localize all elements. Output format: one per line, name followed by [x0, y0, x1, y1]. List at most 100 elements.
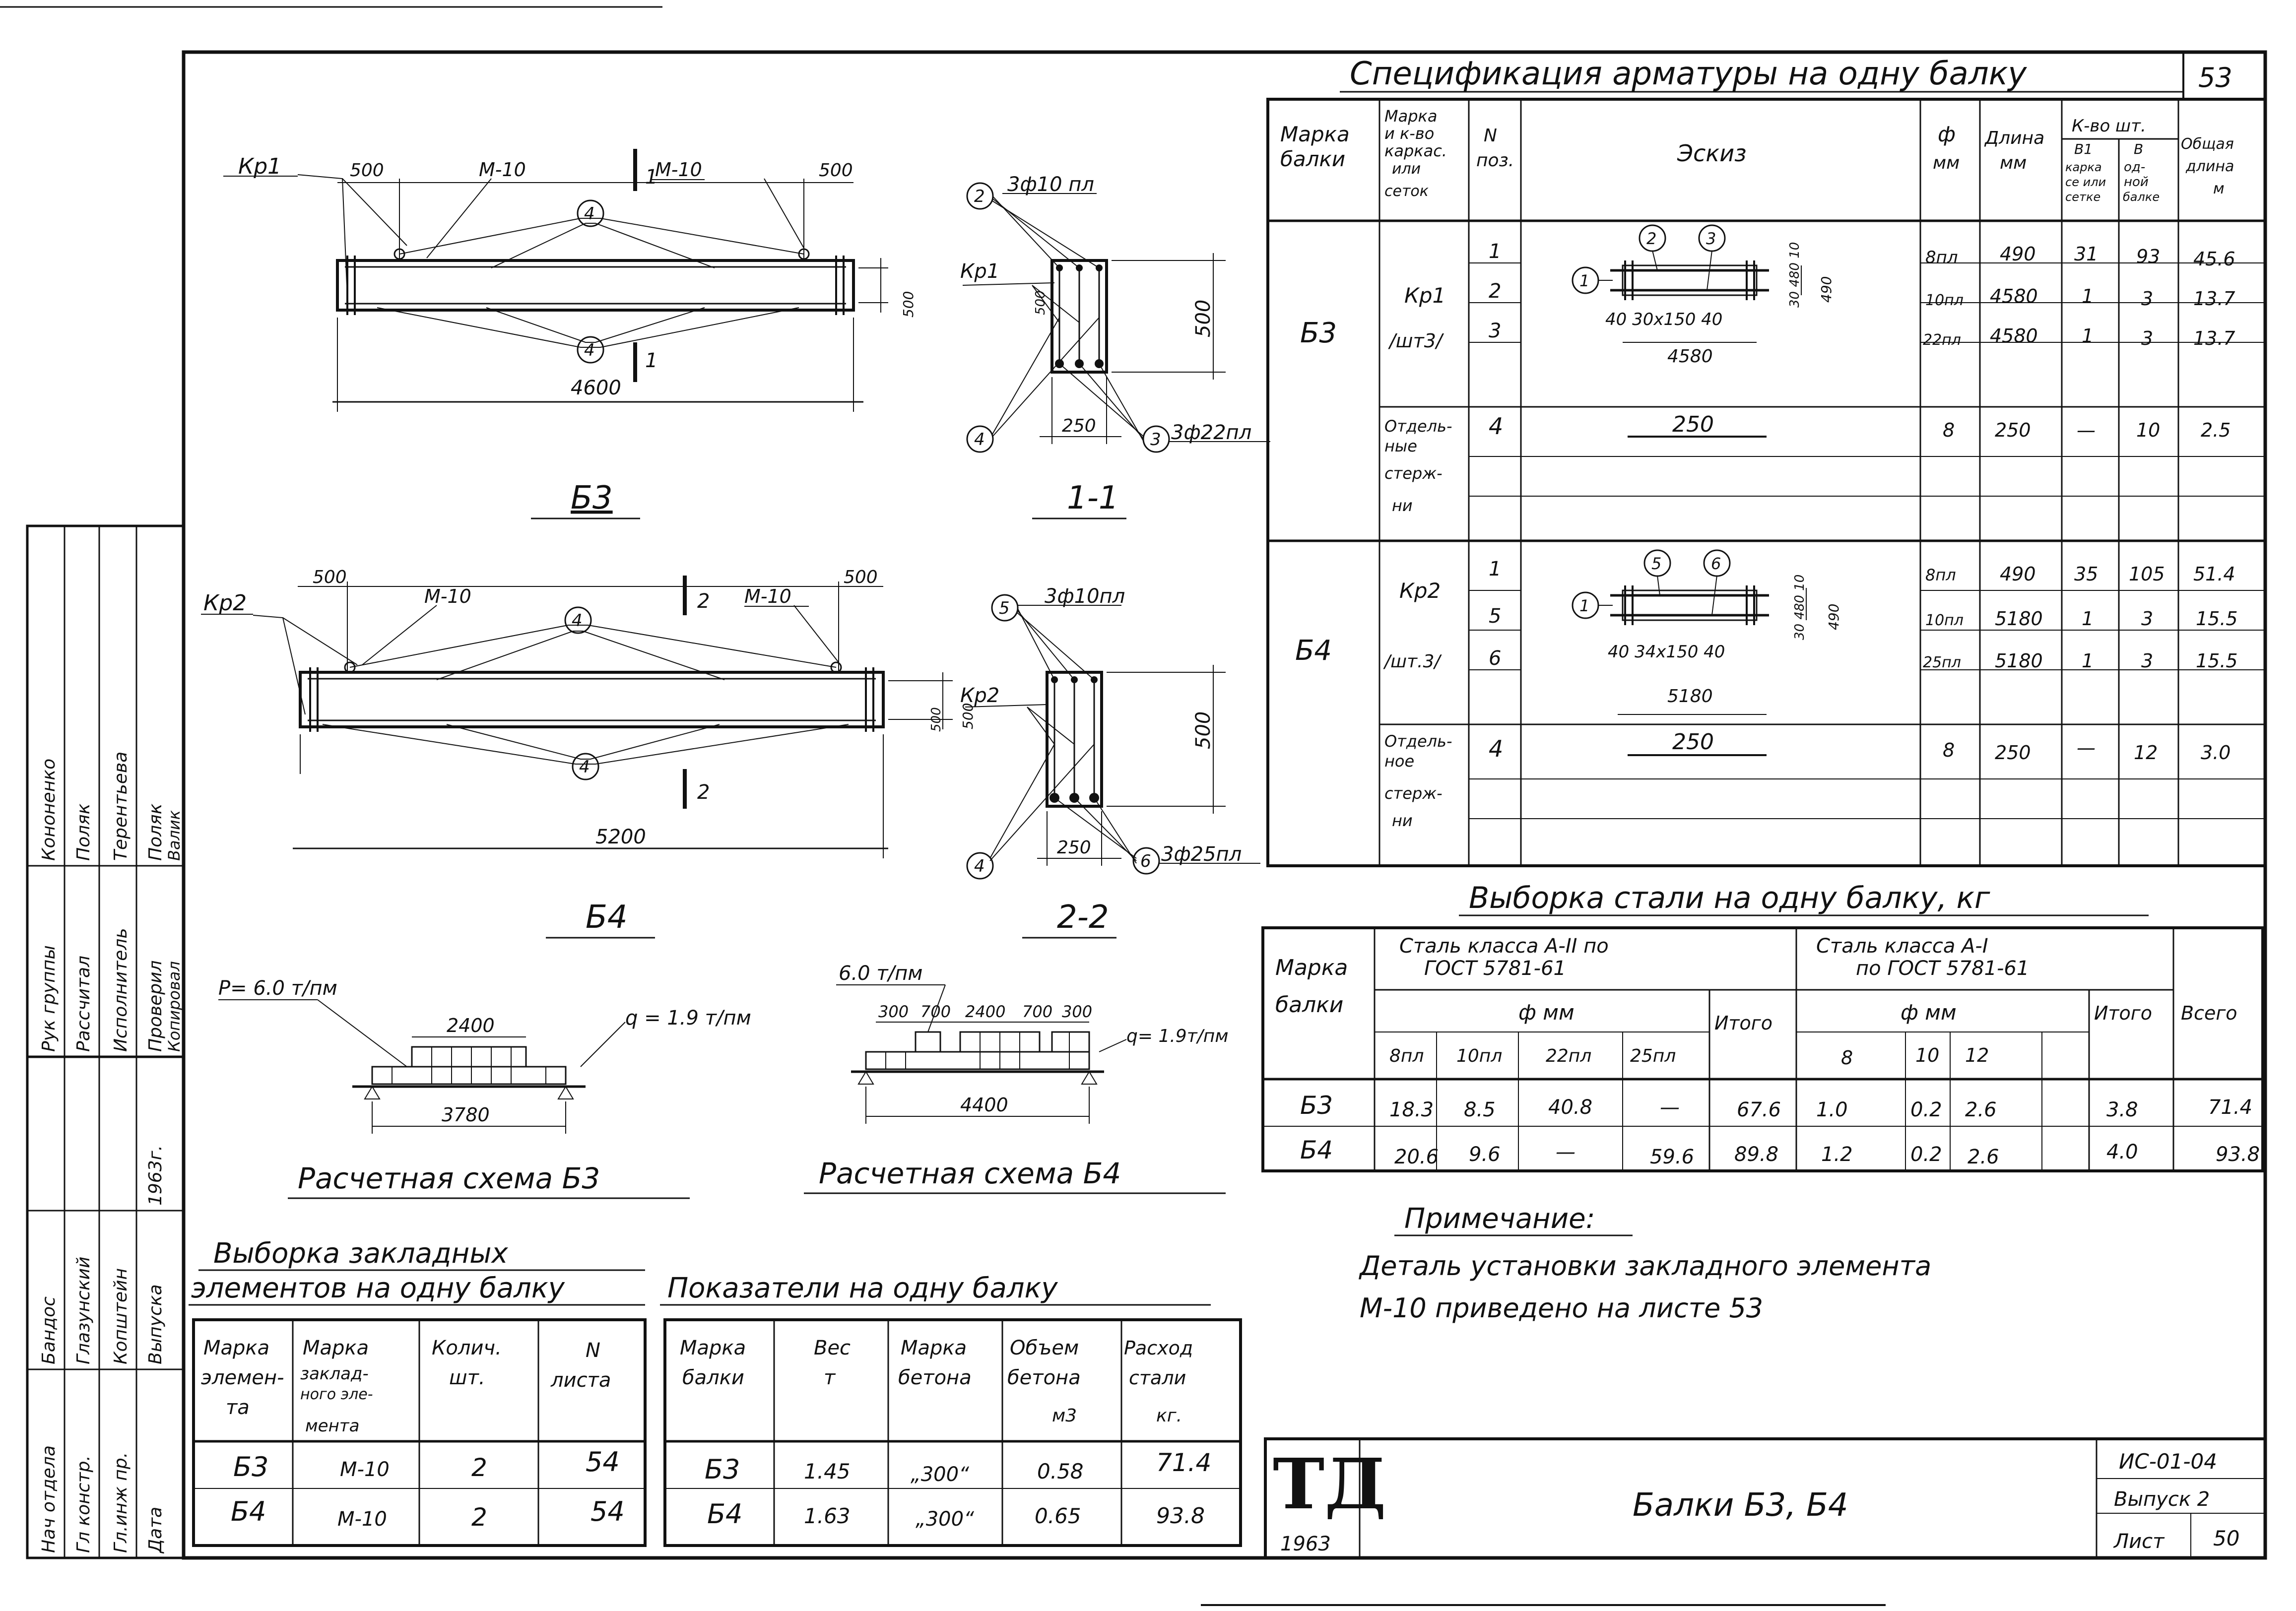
embedded-title-2: элементов на одну балку — [191, 1272, 565, 1304]
note-title: Примечание: — [1404, 1203, 1595, 1235]
b4-sec-bot: 2 — [697, 781, 710, 804]
stamp-n3: Терентьева — [111, 752, 131, 861]
spec-h-qty: К-во шт. — [2072, 116, 2146, 136]
svg-text:0.2: 0.2 — [1910, 1098, 1942, 1121]
scheme4-dim-2: 700 — [920, 1002, 951, 1021]
embedded-title-1: Выборка закладных — [213, 1237, 508, 1270]
svg-text:15.5: 15.5 — [2196, 608, 2238, 630]
steel-d1-2: 10 — [1915, 1044, 1939, 1066]
spec-h-dia-1: ф — [1938, 122, 1956, 146]
svg-text:1: 1 — [2082, 285, 2094, 307]
ind-h4-1: Объем — [1010, 1337, 1079, 1359]
ind-h1-2: балки — [682, 1366, 744, 1389]
steel-h-mark-1: Марка — [1275, 955, 1348, 980]
spec-b3-row-2: 2 10пл 4580 1 3 13.7 — [1489, 280, 2235, 310]
stamp-r9: Дата — [145, 1507, 166, 1554]
svg-text:4: 4 — [1489, 735, 1503, 762]
svg-text:250: 250 — [1995, 742, 2031, 764]
td-logo: ТД — [1273, 1444, 1386, 1525]
steel-h-cls2-1: Сталь класса А-II по — [1399, 935, 1609, 958]
ind-h2-1: Вес — [814, 1337, 851, 1359]
svg-text:5: 5 — [1489, 605, 1501, 628]
b3-length: 4600 — [571, 377, 621, 399]
s22-bot-bars: 3ф25пл — [1161, 843, 1242, 866]
b3-m10-a: М-10 — [479, 159, 526, 181]
s22-top-bars: 3ф10пл — [1045, 585, 1125, 608]
svg-text:25пл: 25пл — [1923, 654, 1961, 671]
spec-b3-sep-3: стерж- — [1384, 464, 1443, 483]
s11-pos4: 4 — [974, 430, 985, 450]
spec-h-pos-2: поз. — [1476, 150, 1514, 171]
spec-b3-sk-h: 30 480 10 — [1787, 242, 1802, 308]
spec-b4-sep-sketch: 250 — [1672, 729, 1714, 755]
b4-m10-a: М-10 — [424, 585, 471, 607]
svg-text:„300“: „300“ — [911, 1463, 969, 1486]
spec-b4-sk-len: 5180 — [1667, 686, 1713, 707]
spec-b3-row-4: 4 8 250 — 10 2.5 — [1489, 413, 2230, 441]
b4-title: Б4 — [586, 899, 628, 936]
ind-h4-3: м3 — [1052, 1406, 1077, 1426]
svg-text:31: 31 — [2074, 243, 2098, 265]
design-scheme-b4: 6.0 т/пм q= 1.9т/пм 300 700 2400 700 300… — [804, 962, 1229, 1194]
emb-row-b3: Б3 М-10 2 54 — [233, 1446, 620, 1482]
svg-text:4580: 4580 — [1990, 325, 2038, 347]
section-2-2: 5 4 6 3ф10пл Кр2 3ф25пл 250 500 500 2-2 — [929, 585, 1260, 939]
b3-kr-label: Кр1 — [238, 154, 281, 179]
svg-text:490: 490 — [2000, 243, 2036, 265]
ind-h2-2: т — [824, 1366, 836, 1389]
spec-b4-sk-h2: 490 — [1826, 604, 1842, 630]
spec-b3-sk-p1: 1 — [1579, 271, 1589, 290]
svg-text:13.7: 13.7 — [2193, 327, 2235, 349]
b4-sec-top: 2 — [697, 590, 710, 613]
stamp-r5: Копировал — [165, 961, 184, 1052]
sheet-number: 53 — [2198, 62, 2232, 93]
stamp-date: 1963г. — [145, 1145, 166, 1206]
s22-pos4: 4 — [974, 856, 985, 876]
stamp-n7: Глазунский — [73, 1257, 94, 1364]
b4-dim-500a: 500 — [313, 567, 347, 587]
stamp-r2: Рассчитал — [73, 956, 94, 1052]
s22-title: 2-2 — [1057, 899, 1109, 936]
spec-b3-row-1: 1 8пл 490 31 93 45.6 — [1489, 240, 2235, 270]
svg-text:1.0: 1.0 — [1816, 1098, 1848, 1121]
spec-b3-sk-dims: 40 30х150 40 — [1605, 310, 1722, 329]
svg-text:1: 1 — [2082, 608, 2094, 630]
svg-text:15.5: 15.5 — [2196, 650, 2238, 672]
spec-h-len-2: мм — [2000, 153, 2027, 173]
ind-h5-2: стали — [1129, 1367, 1186, 1389]
b3-height: 500 — [900, 291, 917, 318]
stamp-r1: Рук группы — [39, 945, 59, 1052]
scheme4-p: 6.0 т/пм — [839, 962, 922, 985]
svg-text:3: 3 — [2141, 327, 2153, 349]
svg-text:71.4: 71.4 — [1156, 1448, 1211, 1477]
spec-h-total-1: Общая — [2181, 135, 2234, 153]
spec-b3-sk-p2: 2 — [1646, 229, 1656, 248]
spec-h-pos-1: N — [1484, 126, 1497, 146]
svg-text:71.4: 71.4 — [2208, 1096, 2252, 1119]
spec-h-qty-b1: В — [2134, 141, 2143, 157]
svg-text:2.5: 2.5 — [2201, 419, 2230, 441]
spec-b4-kr: Кр2 — [1399, 579, 1441, 603]
scheme3-title: Расчетная схема Б3 — [298, 1161, 600, 1195]
svg-text:51.4: 51.4 — [2193, 563, 2235, 585]
svg-text:—: — — [2077, 737, 2096, 759]
beam-b4-elevation: Кр2 500 М-10 М-10 500 2 2 4 4 5200 500 Б… — [201, 567, 976, 939]
b3-pos4-bot: 4 — [584, 340, 595, 360]
b4-dim-500b: 500 — [844, 567, 878, 587]
emb-h2-1: Марка — [303, 1337, 369, 1359]
spec-h-qty-b3: ной — [2124, 175, 2149, 190]
svg-text:40.8: 40.8 — [1548, 1096, 1592, 1119]
s11-inner-h: 500 — [1033, 290, 1048, 315]
steel-h-cls1-2: по ГОСТ 5781-61 — [1856, 957, 2029, 980]
steel-h-dia2: ф мм — [1518, 1000, 1574, 1025]
b4-pos4-bot: 4 — [579, 757, 590, 777]
svg-text:67.6: 67.6 — [1737, 1098, 1781, 1121]
s11-pos3: 3 — [1150, 430, 1161, 450]
spec-h-qty-a4: сетке — [2065, 190, 2100, 204]
svg-text:20.6: 20.6 — [1394, 1146, 1439, 1168]
spec-h-qty-a1: В1 — [2074, 141, 2093, 157]
b4-pos4-top: 4 — [572, 611, 583, 631]
spec-b4-sk-p6: 6 — [1711, 554, 1721, 573]
title-name: Балки Б3, Б4 — [1633, 1487, 1848, 1524]
svg-text:Б3: Б3 — [1300, 1091, 1333, 1120]
